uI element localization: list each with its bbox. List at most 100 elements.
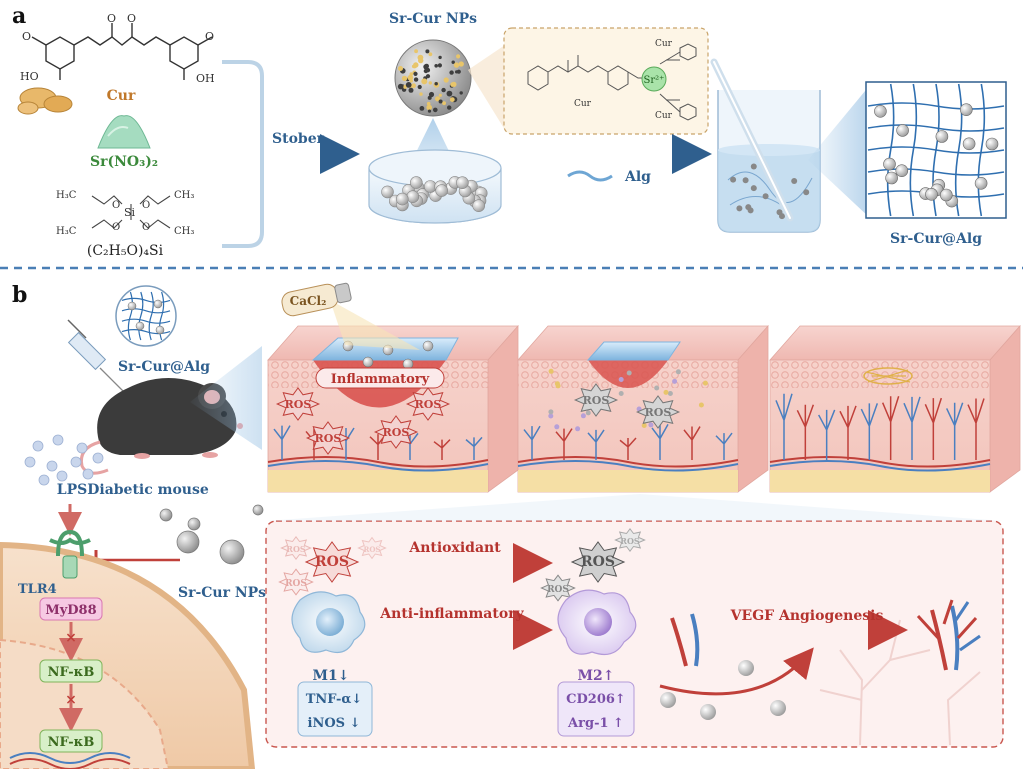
injection-network xyxy=(121,291,171,341)
np-pore xyxy=(411,64,416,69)
inj-strand xyxy=(138,291,144,341)
np-pore xyxy=(413,77,419,82)
np-pore xyxy=(449,70,454,75)
ros-star-icon xyxy=(275,387,321,421)
gel-nanoparticle xyxy=(896,124,909,137)
lps-particle xyxy=(82,468,94,480)
ros-star-icon xyxy=(305,421,351,455)
beaker-nanoparticle xyxy=(762,193,769,200)
inflammatory-label: Inflammatory xyxy=(331,372,430,387)
capillary xyxy=(523,425,541,460)
scar-fiber xyxy=(865,369,911,383)
teos-o4: O xyxy=(142,222,150,233)
alg-label: Alg xyxy=(624,169,651,185)
released-particle xyxy=(618,391,624,396)
gel-nanoparticle xyxy=(985,137,999,151)
capillary xyxy=(945,402,964,460)
tlr4-receptor-icon xyxy=(49,529,91,579)
released-particle xyxy=(580,413,586,419)
fat-layer xyxy=(268,470,488,492)
teos-h3c-top: H₃C xyxy=(56,190,77,201)
myd88-box xyxy=(39,597,103,621)
np-pore xyxy=(417,84,422,90)
methoxy-right: O xyxy=(205,30,214,43)
lps-particle xyxy=(76,442,88,454)
gel-nanoparticle xyxy=(883,157,896,171)
ros-label: ROS xyxy=(286,544,306,554)
scar-fiber xyxy=(863,367,913,385)
teos-h3c-bottom: H₃C xyxy=(56,226,77,237)
capillary xyxy=(273,425,291,460)
fat-layer xyxy=(770,470,990,492)
ros-label: ROS xyxy=(547,585,569,595)
released-particle xyxy=(663,389,669,395)
gel-np xyxy=(422,340,434,352)
background-vessel-tree xyxy=(819,619,981,746)
cacl2-spray-icon xyxy=(281,282,420,350)
np-pore xyxy=(453,62,460,68)
nfkb-bottom-box xyxy=(39,729,103,753)
inj-nanoparticle xyxy=(135,321,145,331)
mouse-label: Diabetic mouse xyxy=(87,482,209,498)
sr-cur-nanoparticle xyxy=(252,504,264,516)
ros-label: ROS xyxy=(285,579,307,589)
np-pore xyxy=(434,64,439,68)
lps-particle xyxy=(46,460,58,472)
gel-nanoparticle xyxy=(935,130,949,143)
beaker-nanoparticle xyxy=(791,178,798,184)
np-pore xyxy=(421,78,428,85)
np-pore xyxy=(456,69,461,74)
sr-cur-complex-structure xyxy=(527,43,697,121)
hydrogel-beam xyxy=(808,85,870,218)
hydroxy-right: OH xyxy=(196,72,215,85)
gel-nanoparticle xyxy=(925,188,938,201)
lps-particle xyxy=(38,474,50,486)
np-pore xyxy=(407,74,414,81)
complex-cur3: Cur xyxy=(655,111,673,121)
vessel-red xyxy=(670,617,688,667)
ros-star-icon xyxy=(635,395,681,429)
teos-si: Si xyxy=(124,206,136,219)
cur-label: Cur xyxy=(107,88,136,104)
sr-cur-nanoparticle xyxy=(394,39,472,117)
cd206-label: CD206↑ xyxy=(566,692,626,707)
m2-label: M2↑ xyxy=(578,668,615,684)
ros-label: ROS xyxy=(315,554,349,570)
strontium-nitrate-powder-icon xyxy=(97,115,151,149)
np-pore xyxy=(438,99,443,104)
lps-particle xyxy=(92,452,104,464)
fat-layer xyxy=(518,470,738,492)
inflammatory-badge xyxy=(315,367,445,389)
tnf-label: TNF-α↓ xyxy=(306,692,363,707)
syringe-icon xyxy=(67,319,127,395)
tlr4-label: TLR4 xyxy=(18,582,57,597)
complex-cur1: Cur xyxy=(655,39,673,49)
anti-inflammatory-label: Anti-inflammatory xyxy=(379,606,524,622)
stir-rod-highlight xyxy=(713,61,791,219)
m1-label: M1↓ xyxy=(313,668,350,684)
ros-star-icon xyxy=(614,527,646,553)
teos-ch3-bottom: CH₃ xyxy=(174,226,194,237)
teos-ch3-top: CH₃ xyxy=(174,190,194,201)
nfkb-top-box xyxy=(39,659,103,683)
capillary xyxy=(619,437,637,460)
cacl2-label: CaCl₂ xyxy=(290,294,327,308)
skin-top-face xyxy=(769,325,1021,361)
gel-nanoparticle xyxy=(874,105,887,118)
beaker-nanoparticle xyxy=(776,209,783,216)
m2-macrophage-icon xyxy=(557,589,637,655)
np-pore xyxy=(411,83,416,89)
released-particle xyxy=(618,377,624,382)
teos-o2: O xyxy=(142,200,150,211)
vessel-branch xyxy=(954,601,981,652)
inj-strand xyxy=(121,329,171,335)
np-pore xyxy=(450,82,455,87)
ros-label: ROS xyxy=(383,426,410,439)
block-x-2: × xyxy=(65,692,77,708)
vessel-blue xyxy=(690,613,700,667)
mechanism-beam xyxy=(266,494,1003,521)
nfkb-top-label: NF-κB xyxy=(48,665,95,680)
capillary xyxy=(903,396,921,460)
